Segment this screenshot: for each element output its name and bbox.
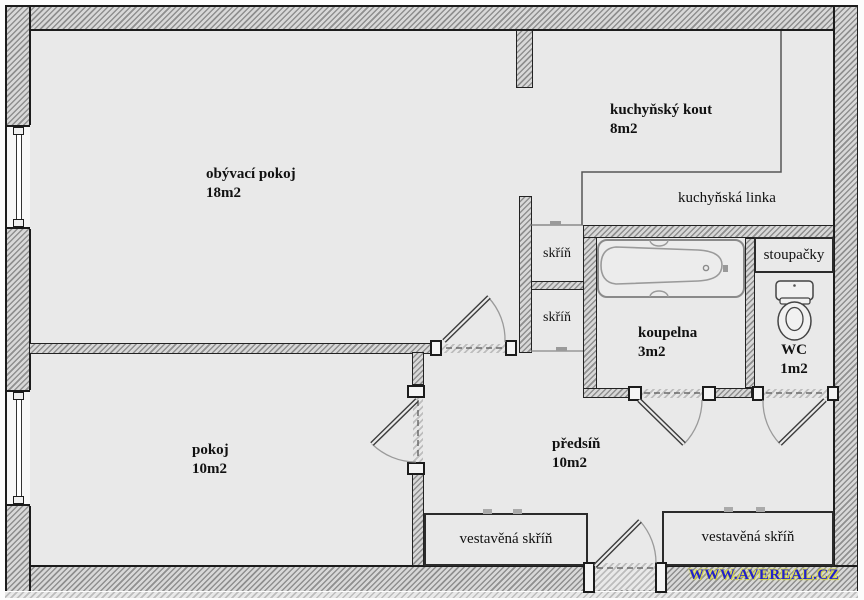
door-jamb [407,385,425,398]
wall-bathroom-wc-divider [745,238,755,388]
door-jamb [505,340,517,356]
fixture-text: kuchyňská linka [678,190,776,206]
window-end-block [13,219,24,227]
room-area: 1m2 [780,361,808,377]
risers-label: stoupačky [754,246,834,264]
kitchen-label: kuchyňský kout 8m2 [610,101,712,139]
wall-between-bath-wc-doors [714,388,752,398]
wall-closet-divider [531,281,584,290]
room-area: 10m2 [192,461,227,477]
room-name: WC [781,342,807,358]
wall-bathroom-left [583,227,597,398]
threshold-bathroom-door [642,389,702,398]
fixture-text: vestavěná skříň [459,531,553,547]
wall-kitchen-bathroom-divider [583,225,834,238]
wall-outer-left-upper [7,7,31,125]
fixture-text: skříň [543,310,571,325]
floor-area [5,5,858,591]
window-end-block [13,496,24,504]
threshold-living-door [442,344,505,353]
window-bedroom [7,390,30,506]
wall-outer-right [833,7,857,591]
window-living-room [7,125,30,229]
room-area: 3m2 [638,344,666,360]
wall-bathroom-south-left [583,388,630,398]
door-jamb [583,562,595,593]
door-jamb [655,562,667,593]
built-in-closet-right-box [662,511,834,566]
wall-bedroom-hall-lower [412,474,424,566]
wall-living-bedroom-divider [29,343,432,354]
bedroom-label: pokoj 10m2 [192,441,229,479]
window-glass-line [16,399,22,497]
wall-kitchen-stub [516,30,533,88]
risers-box [754,237,834,273]
website-text: WWW.AVEREAL.CZ [688,567,840,583]
wall-outer-left-lower [7,506,31,591]
hallway-label: předsíň 10m2 [552,435,600,473]
plot-shadow-strip [5,592,858,598]
bathroom-label: koupelna 3m2 [638,324,697,362]
built-in-closet-left-label: vestavěná skříň [424,530,588,548]
window-end-block [13,127,24,135]
closet-lower-label: skříň [531,310,583,326]
built-in-closet-right-label: vestavěná skříň [662,528,834,546]
window-glass-line [16,134,22,220]
wall-outer-top [7,7,857,31]
fixture-text: skříň [543,246,571,261]
room-area: 10m2 [552,455,587,471]
door-jamb [752,386,764,401]
wall-bedroom-hall-upper [412,352,424,385]
door-jamb [430,340,442,356]
door-jamb [628,386,642,401]
threshold-entrance-door [595,563,655,590]
room-name: kuchyňský kout [610,102,713,118]
wc-label: WC 1m2 [755,341,833,379]
wall-outer-bottom [7,565,857,591]
fixture-text: vestavěná skříň [701,529,795,545]
door-jamb [407,462,425,475]
room-area: 18m2 [206,185,241,201]
fixture-text: stoupačky [763,247,825,263]
kitchen-unit-label: kuchyňská linka [678,189,776,207]
threshold-bedroom-door [413,398,423,462]
room-name: koupelna [638,325,698,341]
door-jamb [702,386,716,401]
room-name: pokoj [192,442,229,458]
website-watermark: WWW.AVEREAL.CZ [688,567,840,584]
wall-outer-left-middle [7,229,31,390]
room-name: obývací pokoj [206,166,296,182]
window-end-block [13,392,24,400]
closet-upper-label: skříň [531,246,583,262]
room-area: 8m2 [610,121,638,137]
room-name: předsíň [552,436,601,452]
living-room-label: obývací pokoj 18m2 [206,165,296,203]
wall-vertical-mid [519,196,532,353]
threshold-wc-door [764,389,827,398]
door-jamb [827,386,839,401]
built-in-closet-left-box [424,513,588,566]
